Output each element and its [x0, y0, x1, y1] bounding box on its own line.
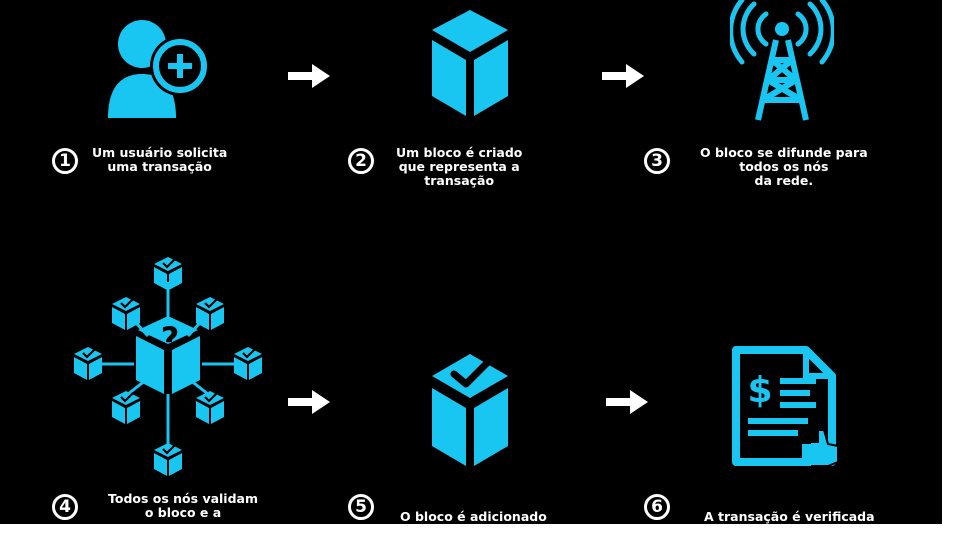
step-number: 4 [52, 494, 78, 520]
step-text: Um usuário solicita uma transação [92, 145, 228, 174]
step-4: 4 Todos os nós validam o bloco e a [52, 491, 258, 520]
arrow-right-icon [288, 64, 330, 88]
network-validation-icon: ? [72, 255, 264, 478]
step-text: O bloco é adicionado [400, 509, 547, 524]
broadcast-tower-icon [730, 0, 834, 121]
step-5: 5 O bloco é adicionado [348, 494, 547, 524]
block-cube-icon [432, 10, 508, 116]
step-text: Um bloco é criado que representa a trans… [396, 145, 523, 188]
user-add-icon [108, 20, 210, 118]
arrow-right-icon [288, 390, 330, 414]
step-number: 3 [644, 148, 670, 174]
step-number: 6 [644, 494, 670, 520]
verified-document-icon: $ [732, 346, 839, 467]
arrow-right-icon [602, 64, 644, 88]
step-3: 3 O bloco se difunde para todos os nós d… [644, 145, 868, 188]
step-text: O bloco se difunde para todos os nós da … [700, 145, 868, 188]
step-number: 1 [52, 148, 78, 174]
diagram-canvas: 1 Um usuário solicita uma transação 2 Um… [0, 0, 942, 524]
step-number: 2 [348, 148, 374, 174]
arrow-right-icon [606, 390, 648, 414]
step-6: 6 A transação é verificada [644, 494, 875, 524]
step-number: 5 [348, 494, 374, 520]
dollar-sign-text: $ [747, 370, 772, 411]
step-1: 1 Um usuário solicita uma transação [52, 145, 228, 174]
block-check-icon [432, 354, 508, 466]
step-2: 2 Um bloco é criado que representa a tra… [348, 145, 523, 188]
step-text: Todos os nós validam o bloco e a [108, 491, 258, 520]
question-mark-text: ? [161, 320, 180, 358]
step-text: A transação é verificada [704, 509, 875, 524]
